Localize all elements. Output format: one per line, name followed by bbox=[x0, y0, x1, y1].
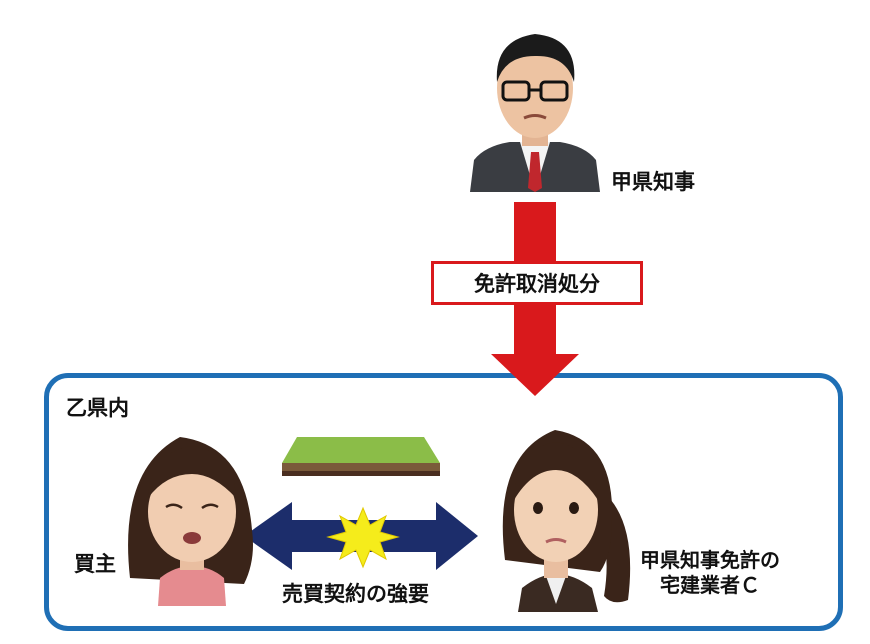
dealer-label-line2: 宅建業者Ｃ bbox=[660, 573, 760, 597]
dealer-label-line1: 甲県知事免許の bbox=[640, 548, 780, 572]
region-box bbox=[44, 373, 843, 631]
revocation-action-box: 免許取消処分 bbox=[431, 261, 643, 305]
dealer-portrait bbox=[502, 430, 631, 612]
land-icon bbox=[282, 437, 440, 476]
buyer-portrait bbox=[128, 437, 253, 606]
buyer-label: 買主 bbox=[74, 552, 116, 576]
dealer-label: 甲県知事免許の 宅建業者Ｃ bbox=[640, 548, 780, 598]
region-label: 乙県内 bbox=[66, 396, 129, 420]
official-portrait bbox=[470, 34, 600, 192]
conflict-burst-icon bbox=[326, 506, 400, 569]
official-label: 甲県知事 bbox=[611, 170, 695, 194]
contract-label: 売買契約の強要 bbox=[282, 582, 429, 606]
